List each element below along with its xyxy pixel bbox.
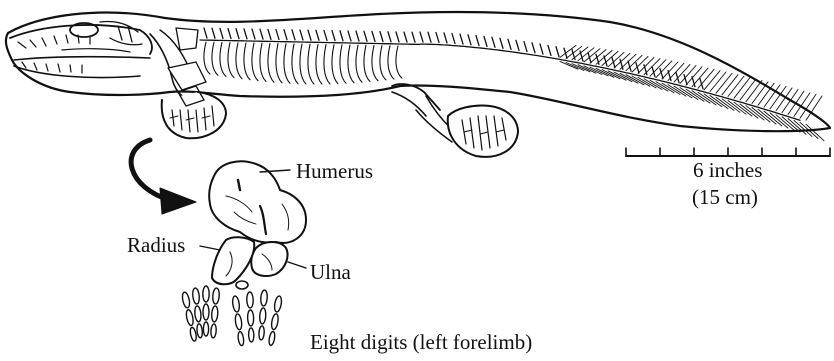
digit-3 [203,286,209,336]
phalanx [203,304,209,320]
phalanx [181,292,191,309]
phalanx [185,309,194,326]
phalanx [247,310,254,326]
phalanx [196,324,203,338]
radius-bone [212,237,254,289]
ulna-bone [251,242,287,276]
scale-bar [626,148,830,156]
phalanx [247,292,254,308]
curved-arrow-icon [131,140,196,214]
phalanx [194,306,202,323]
hindlimb-paddle [392,84,518,157]
humerus-label: Humerus [296,161,373,182]
phalanx [189,327,197,342]
phalanx [237,331,244,346]
phalanx [211,306,218,322]
digit-5 [232,296,245,346]
phalanx [260,290,268,306]
phalanx [248,328,254,342]
phalanx [273,296,282,313]
radius-leader-line [200,246,220,250]
ulna-leader-line [288,262,306,268]
digit-4 [210,288,220,338]
phalanx [210,324,216,338]
phalanx [234,313,242,330]
scale-bar-imperial-label: 6 inches [693,160,762,181]
ulna-label: Ulna [310,262,351,283]
phalanx [203,322,208,336]
digits-label: Eight digits (left forelimb) [310,332,532,353]
scale-bar-metric-label: (15 cm) [692,187,758,208]
digit-8 [268,296,283,346]
digit-bones [181,286,282,346]
humerus-bone [209,161,306,243]
digit-6 [247,292,255,342]
phalanx [268,331,276,346]
phalanx [192,288,200,305]
phalanx [258,326,264,340]
digit-7 [258,290,268,340]
phalanx [232,296,241,313]
radius-label: Radius [127,235,185,256]
phalanx [271,313,280,330]
phalanx [203,286,209,302]
phalanx [212,288,220,304]
phalanx [259,308,266,324]
